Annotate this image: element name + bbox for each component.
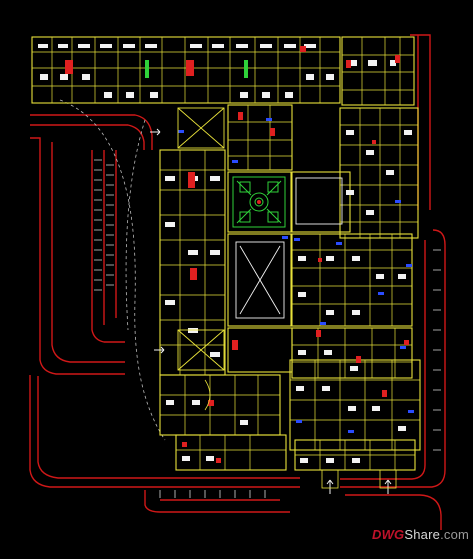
room-partitions: [32, 37, 420, 470]
blue-markers: [178, 118, 414, 433]
watermark-part-share: Share: [404, 527, 441, 542]
entrance-arrows: [150, 128, 392, 494]
courtyard-fountain: [257, 200, 261, 204]
parking-ticks: [94, 159, 441, 498]
green-accents: [145, 60, 248, 78]
dashed-site-arc: [59, 99, 166, 441]
courtyard-garden: [232, 176, 286, 228]
watermark-part-com: .com: [440, 527, 470, 542]
open-halls: [235, 177, 343, 319]
entrance-atria: [177, 107, 225, 371]
watermark-part-dwg: DWG: [372, 527, 405, 542]
exterior-ramps: [204, 379, 397, 489]
dwgshare-watermark: DWGShare.com: [372, 527, 469, 542]
red-fixtures: [65, 46, 409, 463]
building-outlines: [31, 36, 421, 471]
furniture-details: [38, 44, 412, 463]
